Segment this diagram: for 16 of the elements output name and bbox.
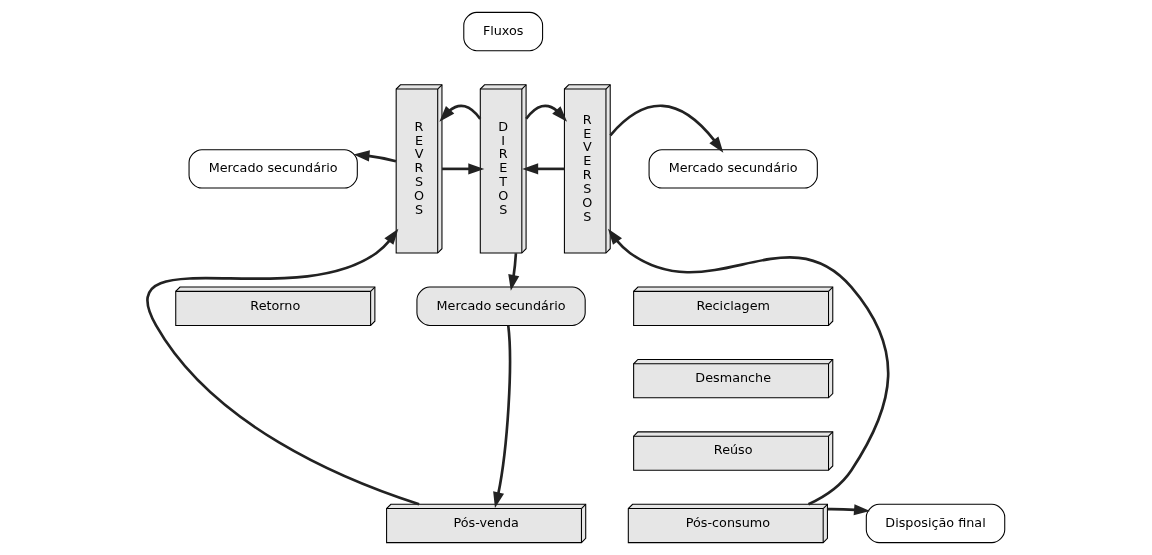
node-box: Disposição final: [865, 503, 1006, 544]
node-box: Mercado secundário: [188, 149, 358, 189]
arrow: [493, 325, 512, 509]
arrow: [353, 150, 397, 163]
node-box: Mercado secundário: [416, 286, 586, 326]
arrow: [608, 228, 890, 506]
arrow: [439, 104, 482, 122]
arrow: [522, 163, 565, 175]
node-box: Mercado secundário: [648, 149, 818, 189]
node-box: Fluxos: [463, 11, 544, 52]
arrow: [442, 163, 485, 175]
arrow: [525, 104, 568, 122]
arrow: [146, 228, 420, 506]
arrow: [508, 253, 520, 291]
arrow: [827, 504, 870, 516]
arrow: [609, 104, 724, 153]
